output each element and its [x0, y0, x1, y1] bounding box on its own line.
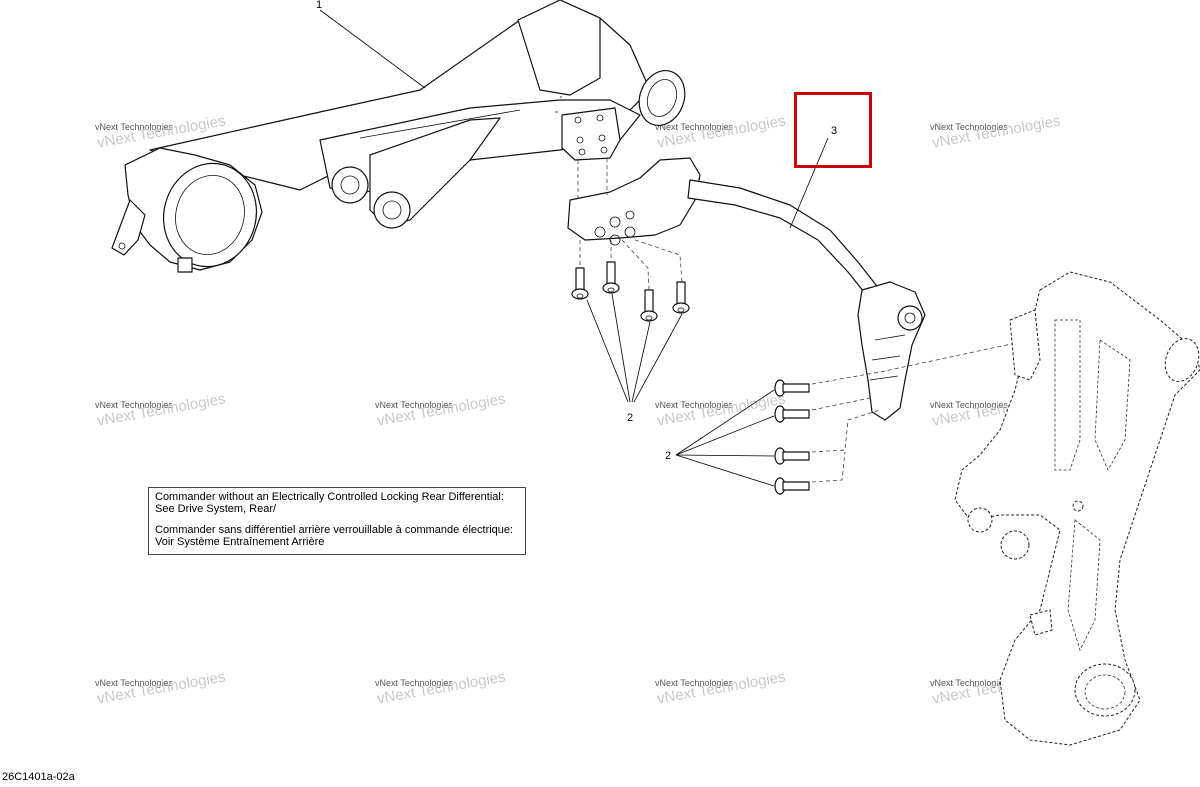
screw — [571, 267, 589, 300]
watermark-small: vNext Technologies — [655, 400, 733, 410]
swing-arm-part-1 — [111, 0, 686, 273]
watermark-large: vNext Technologies — [931, 112, 1062, 151]
note-english: Commander without an Electrically Contro… — [155, 491, 504, 515]
watermark-large: vNext Technologies — [96, 668, 227, 707]
callout-part-2-upper: 2 — [627, 412, 633, 424]
callout-part-3: 3 — [831, 125, 837, 137]
watermark: vNext Technologies vNext Technologies — [655, 390, 787, 429]
callout-part-2-lower: 2 — [665, 450, 671, 462]
screw — [774, 379, 810, 397]
screw — [602, 261, 620, 294]
highlight-box-part-3 — [794, 92, 872, 168]
note-box: Commander without an Electrically Contro… — [148, 487, 526, 555]
watermark-small: vNext Technologies — [655, 678, 733, 688]
watermark-small: vNext Technologies — [375, 400, 453, 410]
stabilizer-link-part-3 — [567, 157, 926, 421]
watermark: vNext Technologies vNext Technologies — [375, 668, 507, 707]
screw — [640, 289, 658, 322]
watermark-small: vNext Technologies — [930, 678, 1008, 688]
frame-ghost — [954, 271, 1200, 746]
watermark-small: vNext Technologies — [95, 122, 173, 132]
watermark-large: vNext Technologies — [376, 390, 507, 429]
screw-set-upper — [571, 261, 690, 322]
watermark-large: vNext Technologies — [656, 668, 787, 707]
screw — [774, 447, 810, 465]
watermark-small: vNext Technologies — [930, 400, 1008, 410]
watermark-small: vNext Technologies — [95, 400, 173, 410]
screw — [672, 281, 690, 314]
callout-part-1: 1 — [316, 0, 322, 11]
watermark: vNext Technologies vNext Technologies — [375, 390, 507, 429]
note-french: Commander sans différentiel arrière verr… — [155, 524, 514, 548]
watermark: vNext Technologies vNext Technologies — [95, 390, 227, 429]
watermark-small: vNext Technologies — [655, 122, 733, 132]
watermark-small: vNext Technologies — [375, 678, 453, 688]
screw-set-lower — [774, 379, 810, 495]
watermark-large: vNext Technologies — [656, 112, 787, 151]
watermark-large: vNext Technologies — [376, 668, 507, 707]
watermark-large: vNext Technologies — [96, 390, 227, 429]
leader-lines — [319, 9, 829, 487]
watermark-small: vNext Technologies — [95, 678, 173, 688]
alignment-lines — [577, 158, 1031, 483]
watermark: vNext Technologies vNext Technologies — [95, 668, 227, 707]
drawing-code: 26C1401a-02a — [2, 771, 75, 783]
watermark-small: vNext Technologies — [930, 122, 1008, 132]
watermark-large: vNext Technologies — [656, 390, 787, 429]
screw — [774, 477, 810, 495]
watermark: vNext Technologies vNext Technologies — [655, 668, 787, 707]
watermark: vNext Technologies vNext Technologies — [930, 112, 1062, 151]
screw — [774, 405, 810, 423]
